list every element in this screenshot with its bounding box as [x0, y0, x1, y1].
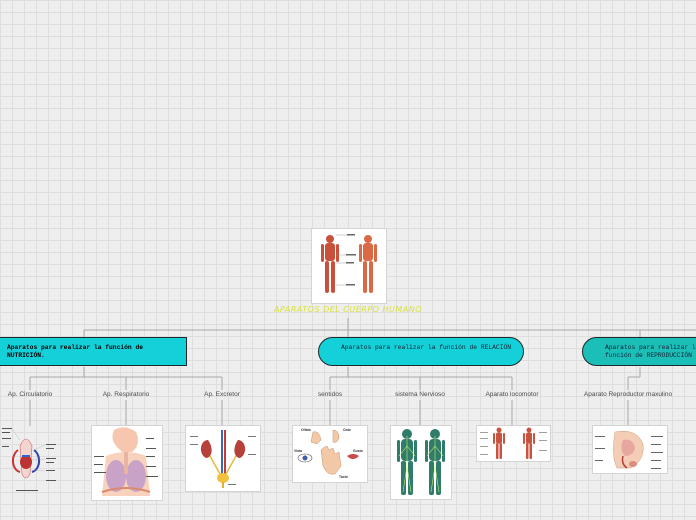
reproductive-image[interactable] — [592, 425, 668, 474]
subtopic-locomotor[interactable]: Aparato locomotor — [485, 391, 539, 398]
subtopic-sentidos[interactable]: sentidos — [317, 391, 343, 398]
subtopic-excretor[interactable]: Ap. Excretor — [204, 391, 240, 398]
node-nutricion[interactable]: Aparatos para realizar la función de NUT… — [0, 337, 187, 366]
label-tacto: Tacto — [339, 475, 348, 479]
label-oido: Oído — [343, 428, 351, 432]
label-olfato: Olfato — [301, 428, 311, 432]
nervous-system-image[interactable] — [390, 425, 452, 500]
subtopic-circulatorio[interactable]: Ap. Circulatorio — [7, 391, 53, 398]
circulatory-image[interactable] — [0, 426, 60, 496]
node-relacion[interactable]: Aparatos para realizar la función de REL… — [318, 337, 524, 366]
senses-image[interactable]: Olfato Oído Vista Gusto Tacto — [292, 425, 368, 483]
subtopic-reproductor[interactable]: Aparato Reproductor maxulino — [583, 391, 673, 398]
label-vista: Vista — [294, 449, 302, 453]
subtopic-nervioso[interactable]: sistema Nervioso — [395, 391, 445, 398]
label-gusto: Gusto — [353, 449, 363, 453]
subtopic-respiratorio[interactable]: Ap. Respiratorio — [102, 391, 150, 398]
respiratory-image[interactable] — [91, 425, 163, 501]
node-reproduccion[interactable]: Aparatos para realizar la función de REP… — [582, 337, 696, 366]
locomotor-image[interactable] — [476, 425, 551, 462]
root-muscle-image[interactable] — [311, 228, 387, 304]
root-title[interactable]: APARATOS DEL CUERPO HUMANO — [273, 305, 423, 314]
excretory-image[interactable] — [185, 425, 261, 492]
